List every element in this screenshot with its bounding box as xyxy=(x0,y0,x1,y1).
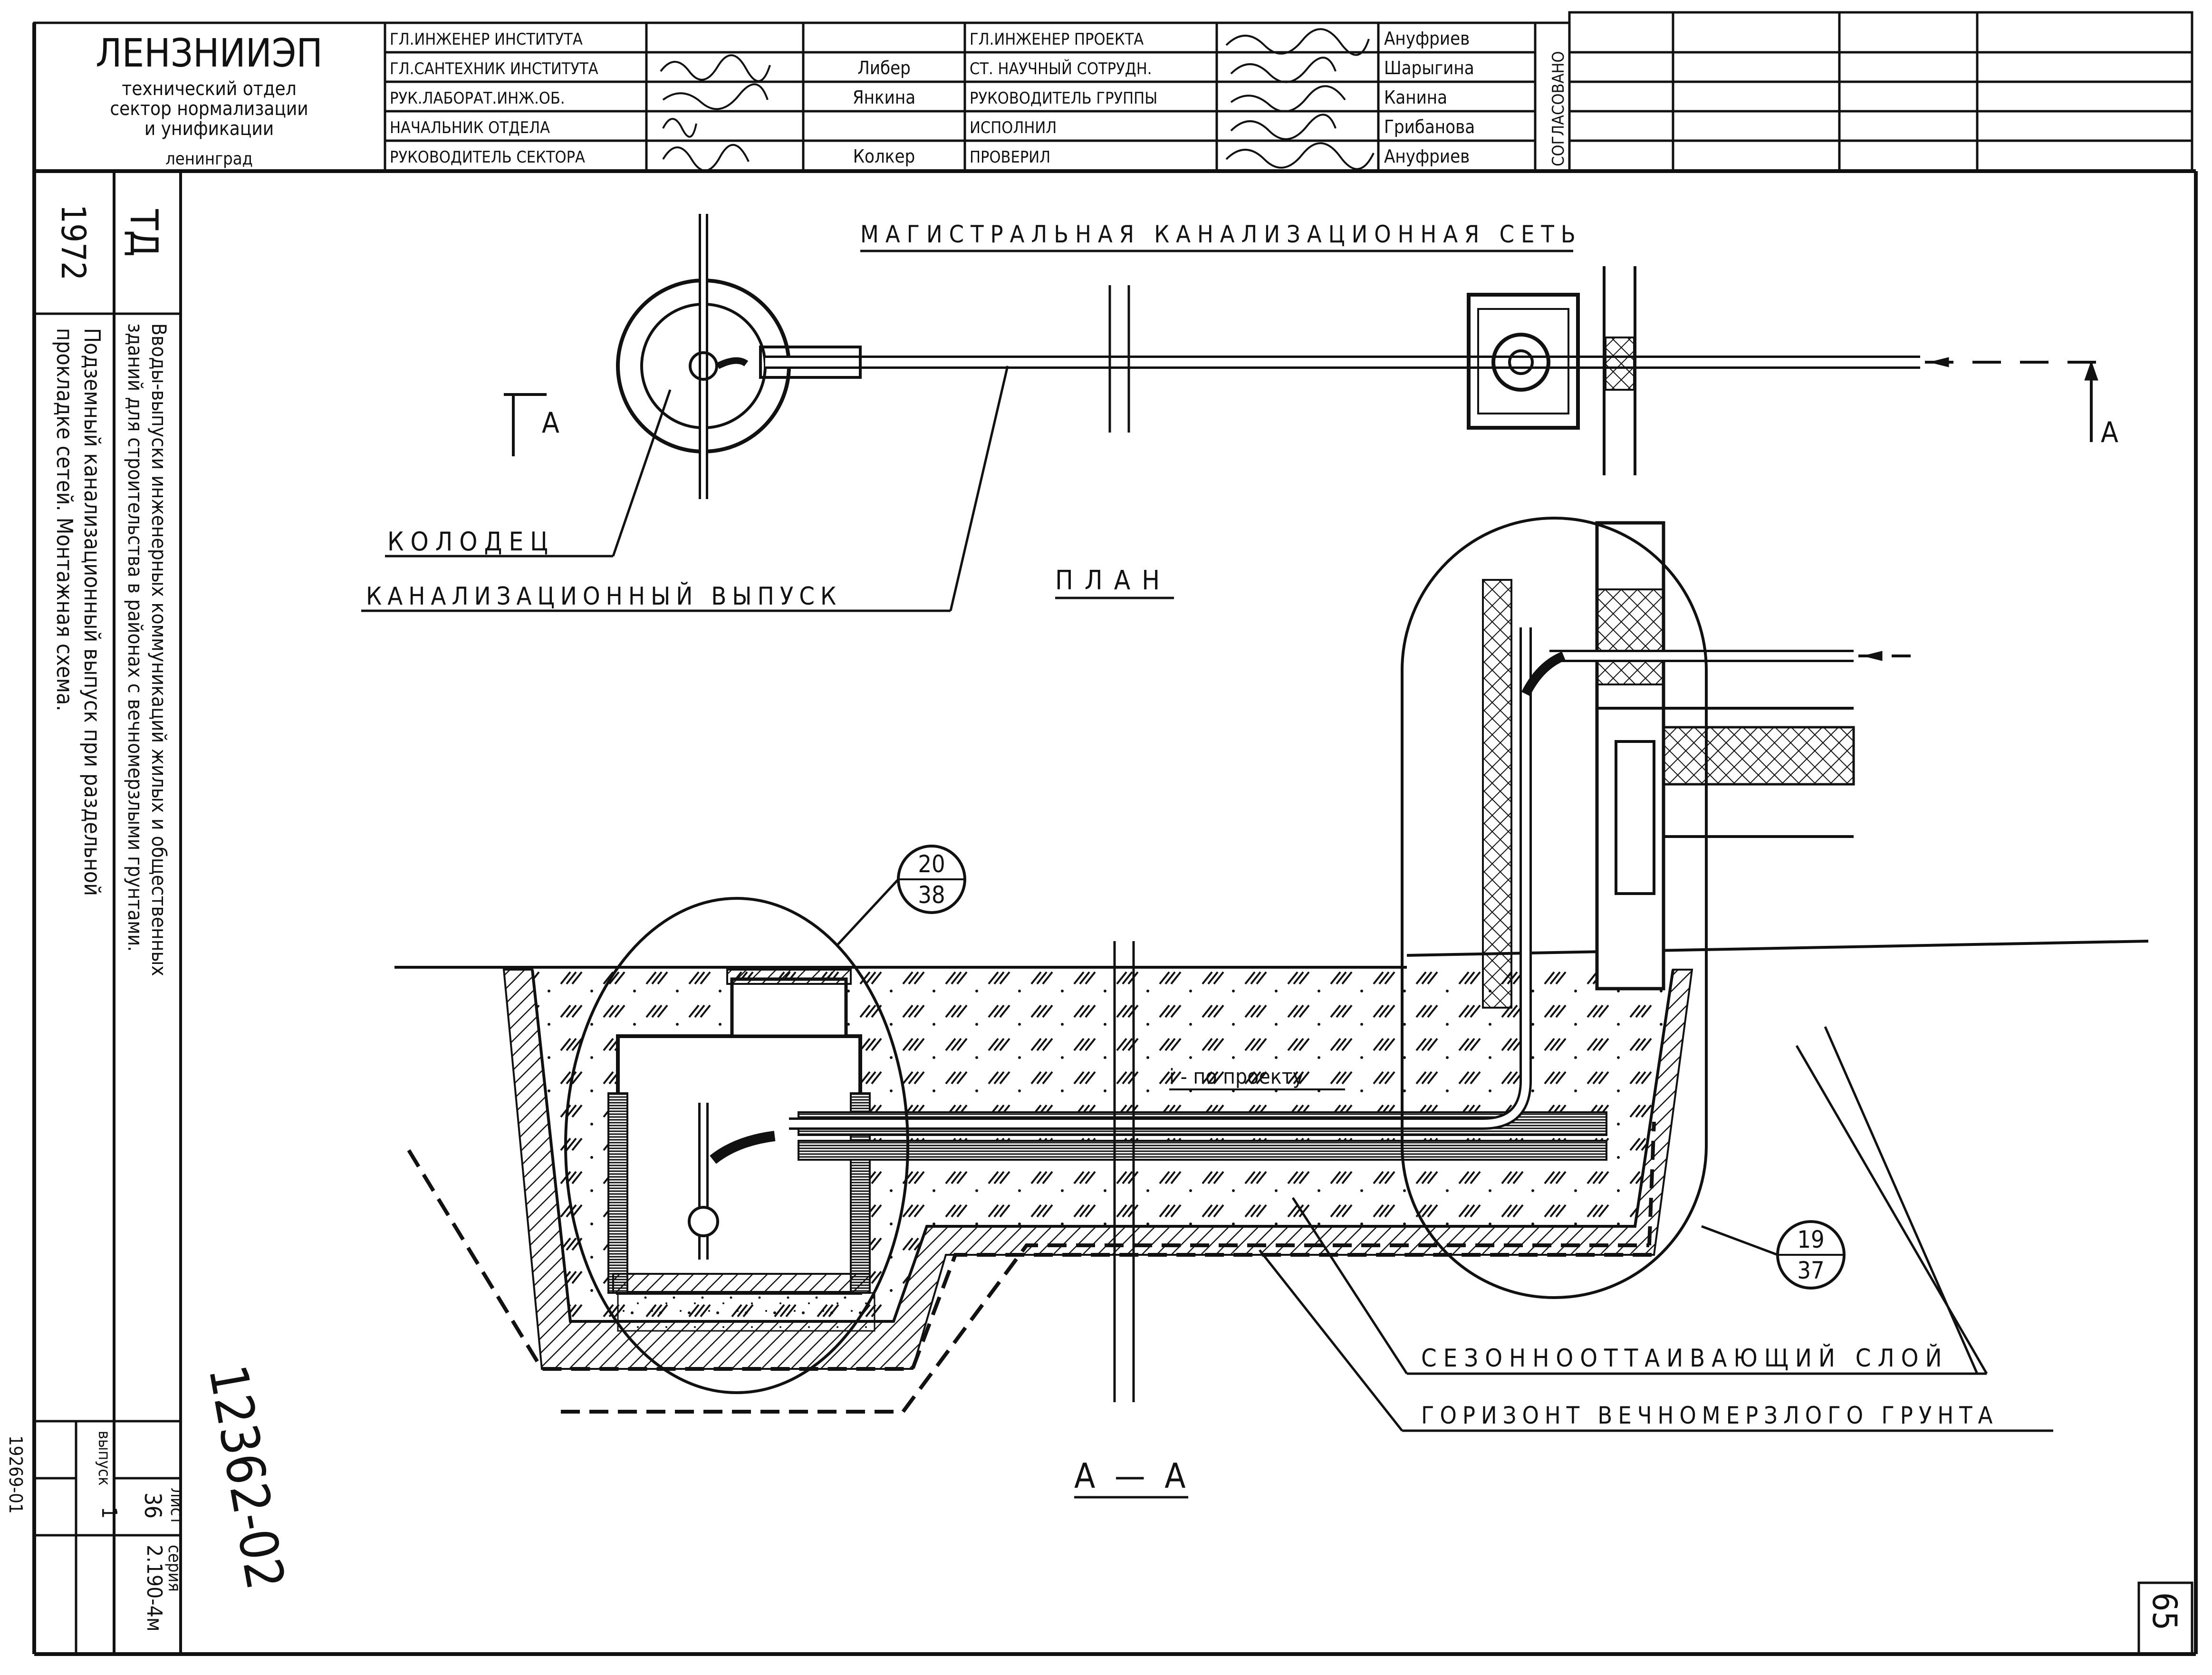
name-left-5: Колкер xyxy=(853,146,915,167)
title-line-1: Вводы-выпуски инженерных коммуникаций жи… xyxy=(147,323,171,976)
side-block xyxy=(34,312,181,1654)
role-left-2: ГЛ.САНТЕХНИК ИНСТИТУТА xyxy=(390,59,598,78)
detail-2-top: 19 xyxy=(1797,1226,1824,1253)
td-label: ТД xyxy=(122,209,166,257)
permafrost-label: ГОРИЗОНТ ВЕЧНОМЕРЗЛОГО ГРУНТА xyxy=(1421,1402,1998,1429)
building-well xyxy=(1467,293,1580,430)
role-right-4: ИСПОЛНИЛ xyxy=(970,118,1057,137)
slope-label: i - по проекту xyxy=(1169,1065,1304,1089)
margin-code: 19269-01 xyxy=(5,1435,26,1514)
section-mark-right: А xyxy=(2101,416,2118,449)
plan-label: ПЛАН xyxy=(1055,565,1171,596)
leader-lines xyxy=(361,366,1009,612)
role-left-1: ГЛ.ИНЖЕНЕР ИНСТИТУТА xyxy=(390,30,583,49)
series-value: 2.190-4м xyxy=(142,1545,166,1632)
org-name: ЛЕНЗНИИЭП xyxy=(96,31,323,76)
list-value: 36 xyxy=(139,1492,166,1519)
outlet-label: КАНАЛИЗАЦИОННЫЙ ВЫПУСК xyxy=(366,582,842,611)
agreed-label: СОГЛАСОВАНО xyxy=(1549,51,1568,166)
title-block xyxy=(33,11,2193,173)
title-line-2: зданий для строительства в районах с веч… xyxy=(124,323,147,952)
page-number: 65 xyxy=(2145,1592,2184,1630)
section-view xyxy=(394,517,2149,1432)
subtitle-line-1: Подземный канализационный выпуск при раз… xyxy=(79,328,105,896)
name-right-4: Грибанова xyxy=(1384,116,1475,137)
org-line-3: и унификации xyxy=(144,118,274,140)
detail-2-bottom: 37 xyxy=(1797,1257,1824,1284)
signatures xyxy=(660,28,1375,172)
role-right-1: ГЛ.ИНЖЕНЕР ПРОЕКТА xyxy=(970,30,1144,49)
handwritten-code: 12362-02 xyxy=(197,1360,296,1594)
detail-1-top: 20 xyxy=(918,850,945,878)
vypusk-value: 1 xyxy=(97,1507,121,1519)
role-left-5: РУКОВОДИТЕЛЬ СЕКТОРА xyxy=(390,148,585,167)
subtitle-line-2: прокладке сетей. Монтажная схема. xyxy=(52,328,77,711)
org-line-4: ленинград xyxy=(165,149,253,169)
role-left-4: НАЧАЛЬНИК ОТДЕЛА xyxy=(390,118,550,137)
network-label: МАГИСТРАЛЬНАЯ КАНАЛИЗАЦИОННАЯ СЕТЬ xyxy=(860,221,1582,248)
role-right-5: ПРОВЕРИЛ xyxy=(970,148,1050,167)
role-left-3: РУК.ЛАБОРАТ.ИНЖ.ОБ. xyxy=(390,89,565,108)
series-label: серия xyxy=(164,1545,184,1592)
layer-label: СЕЗОННООТТАИВАЮЩИЙ СЛОЙ xyxy=(1421,1344,1948,1373)
name-left-2: Либер xyxy=(857,58,911,78)
role-right-2: СТ. НАУЧНЫЙ СОТРУДН. xyxy=(970,59,1152,78)
name-right-1: Ануфриев xyxy=(1384,28,1470,49)
org-line-2: сектор нормализации xyxy=(110,98,308,120)
vypusk-label: выпуск xyxy=(95,1431,114,1486)
list-label: лист xyxy=(167,1488,186,1525)
detail-1-bottom: 38 xyxy=(918,881,945,909)
name-left-3: Янкина xyxy=(853,87,915,108)
section-mark-left: А xyxy=(542,406,559,440)
year: 1972 xyxy=(54,204,93,280)
name-right-2: Шарыгина xyxy=(1384,58,1474,78)
section-label: А — А xyxy=(1074,1456,1191,1496)
name-right-5: Ануфриев xyxy=(1384,146,1470,167)
well-label: КОЛОДЕЦ xyxy=(387,527,555,557)
plan-view xyxy=(504,214,2101,499)
org-line-1: технический отдел xyxy=(122,78,296,100)
name-right-3: Канина xyxy=(1384,87,1447,108)
role-right-3: РУКОВОДИТЕЛЬ ГРУППЫ xyxy=(970,89,1157,108)
page-number-box xyxy=(2137,1581,2193,1656)
